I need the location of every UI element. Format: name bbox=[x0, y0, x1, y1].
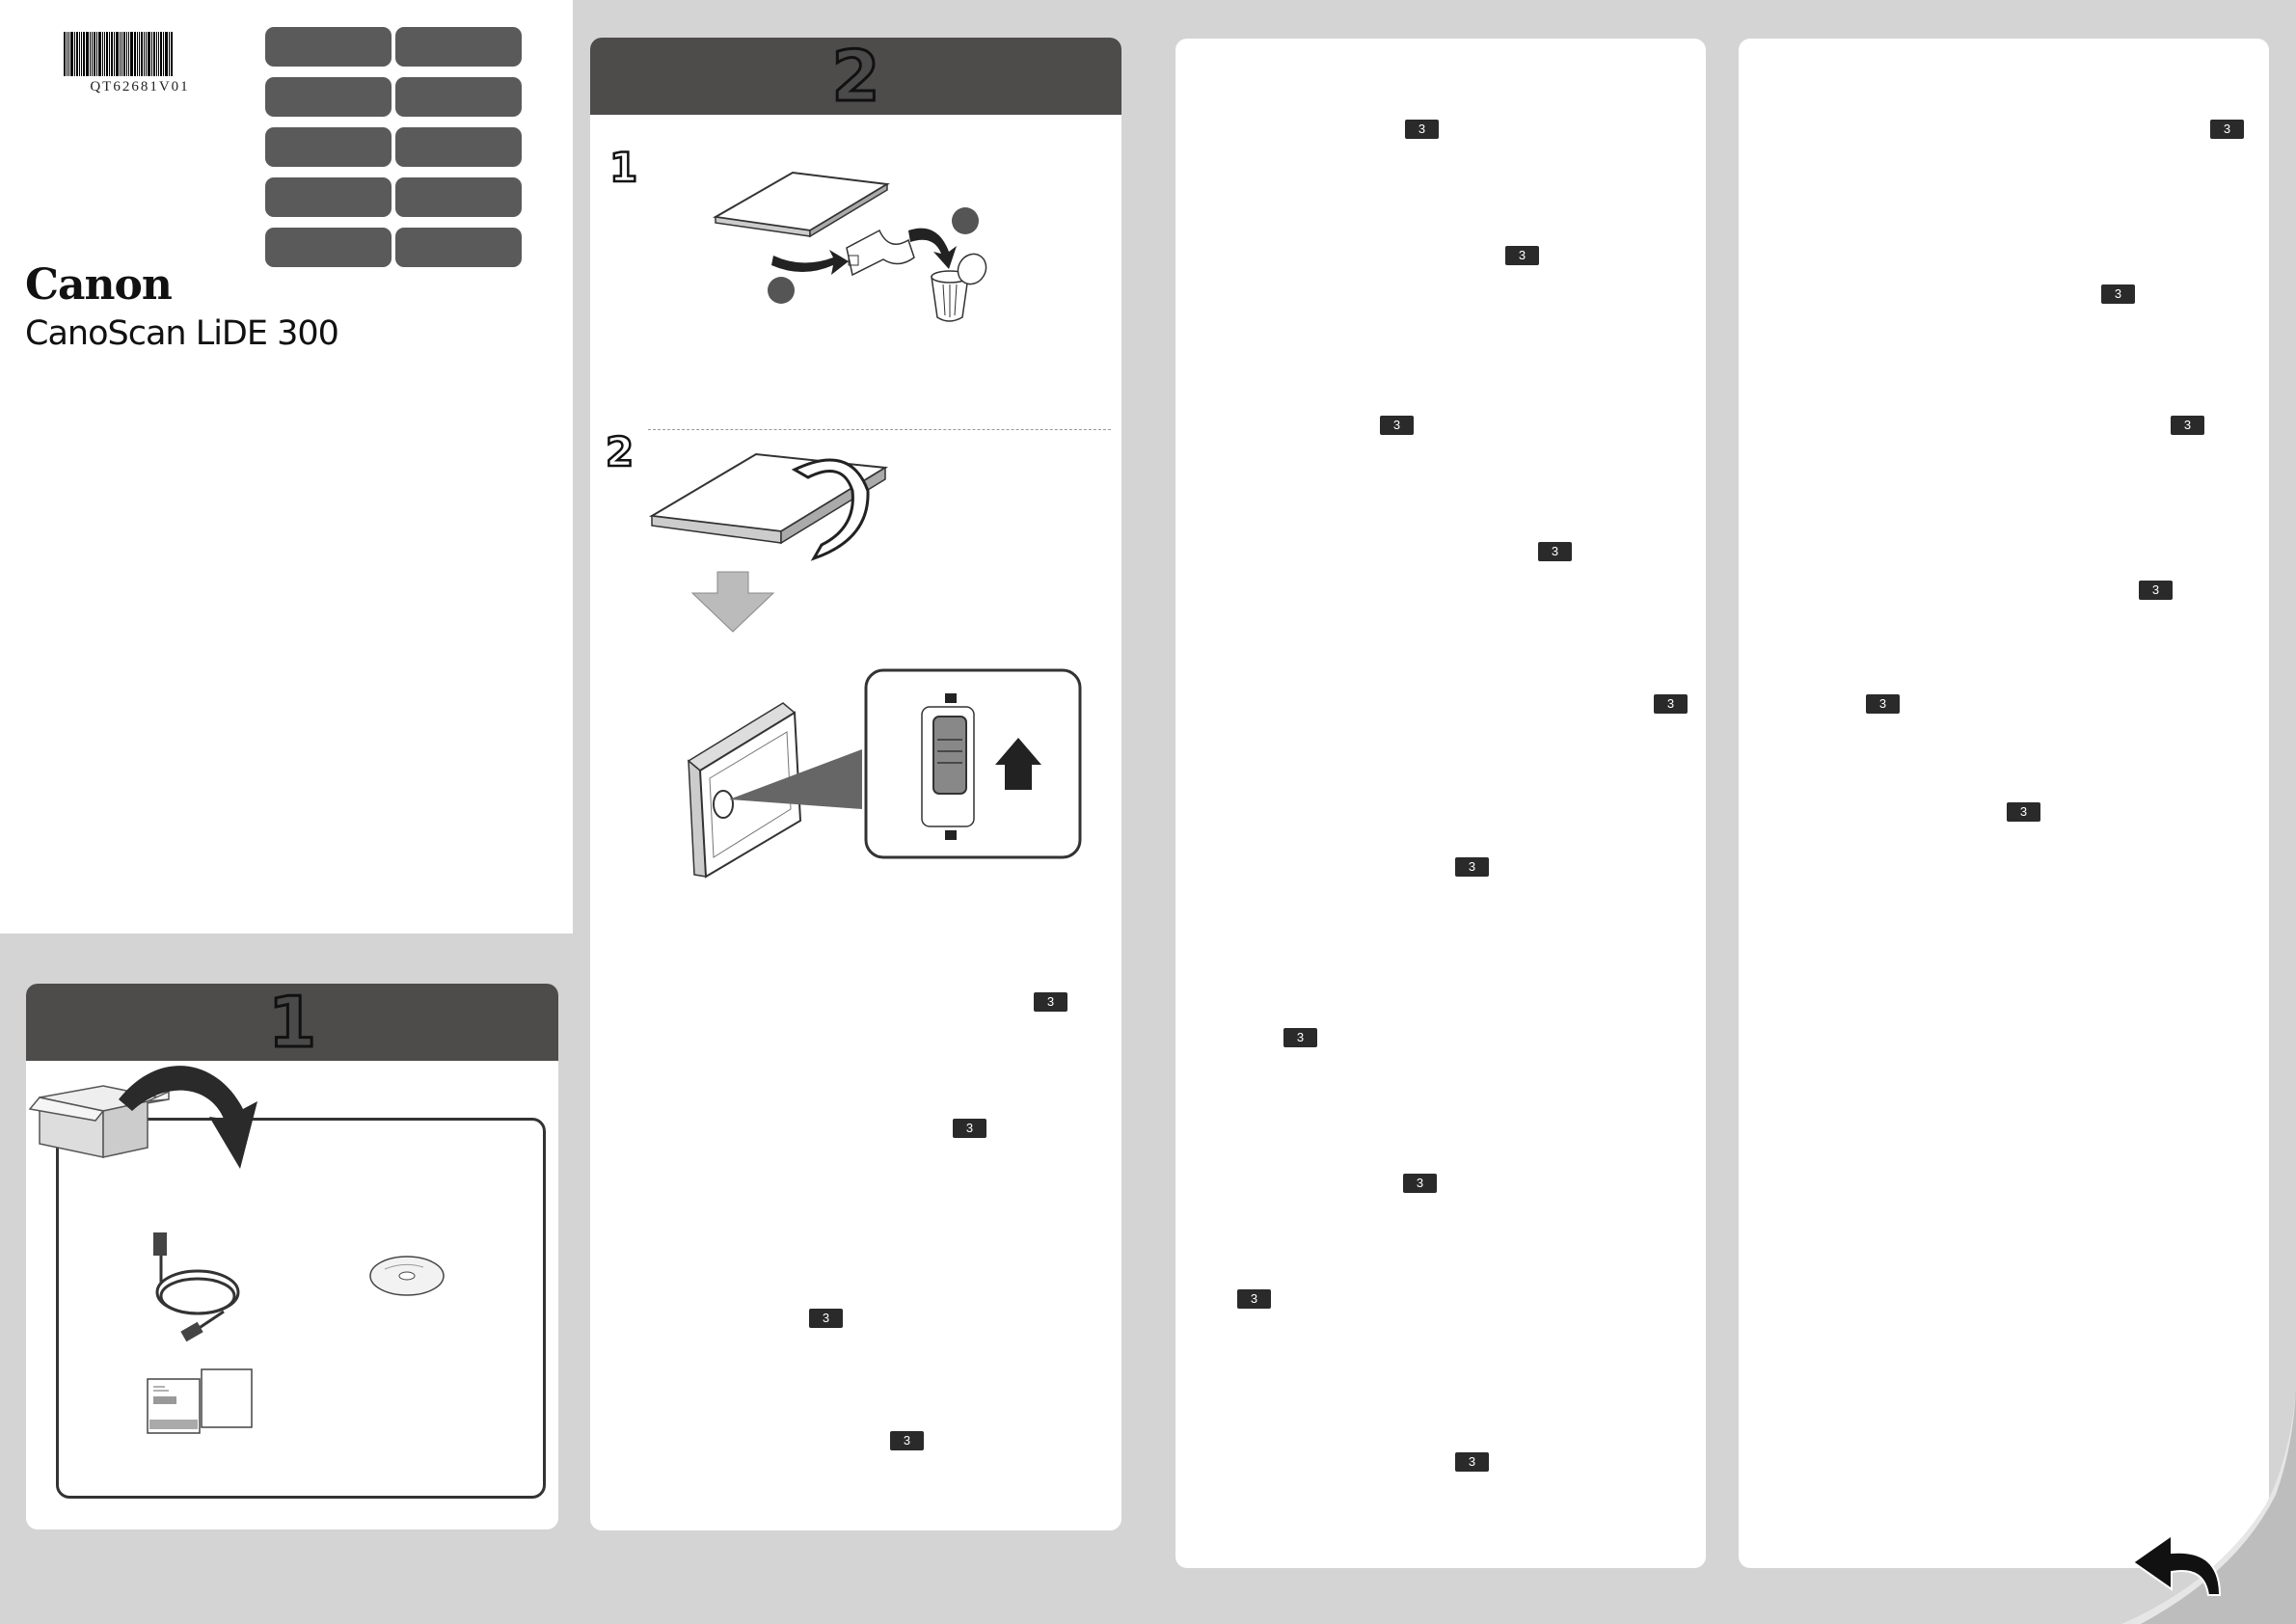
content-column-3: 3 3 3 3 3 3 3 3 3 3 bbox=[1175, 39, 1706, 1568]
page-ref-badge[interactable]: 3 bbox=[1505, 246, 1539, 265]
language-button-8[interactable] bbox=[395, 177, 522, 217]
scanner-icon bbox=[712, 171, 891, 238]
step2-illustrations bbox=[648, 171, 1082, 879]
page-ref-badge[interactable]: 3 bbox=[1380, 416, 1414, 435]
tape-icon bbox=[846, 229, 915, 277]
usb-cable-icon bbox=[155, 1254, 240, 1333]
package-contents-illustration bbox=[28, 1066, 445, 1434]
usb-plug-a bbox=[153, 1232, 167, 1256]
page-ref-badge[interactable]: 3 bbox=[1654, 694, 1688, 714]
page-ref-badge[interactable]: 3 bbox=[1283, 1028, 1317, 1047]
page-ref-badge[interactable]: 3 bbox=[2139, 581, 2173, 600]
zoom-beam bbox=[729, 749, 862, 809]
page-ref-badge[interactable]: 3 bbox=[1455, 1452, 1489, 1472]
language-button-6[interactable] bbox=[395, 127, 522, 167]
step-marker-a bbox=[768, 277, 795, 304]
step1-header: 1 bbox=[26, 984, 558, 1065]
page-ref-badge[interactable]: 3 bbox=[809, 1309, 843, 1328]
brand-logo: Canon bbox=[25, 260, 173, 310]
rotate-arrow-icon bbox=[791, 458, 870, 561]
page-ref-badge[interactable]: 3 bbox=[1034, 992, 1067, 1012]
page-ref-badge[interactable]: 3 bbox=[2210, 120, 2244, 139]
step2-header: 2 bbox=[590, 38, 1121, 119]
page-ref-badge[interactable]: 3 bbox=[2007, 802, 2040, 822]
arrow-down-icon bbox=[690, 571, 775, 633]
content-column-4: 3 3 3 3 3 3 bbox=[1739, 39, 2269, 1568]
step-marker-b bbox=[952, 207, 979, 234]
page-ref-badge[interactable]: 3 bbox=[1403, 1174, 1437, 1193]
page-ref-badge[interactable]: 3 bbox=[2101, 284, 2135, 304]
pull-arrow-icon bbox=[771, 250, 849, 275]
usb-plug-b bbox=[180, 1321, 203, 1342]
step1-panel: 1 bbox=[26, 984, 558, 1529]
language-button-2[interactable] bbox=[395, 27, 522, 67]
cd-rom-icon bbox=[369, 1256, 445, 1296]
page-turn-arrow-icon[interactable] bbox=[2131, 1531, 2224, 1599]
box-icon bbox=[28, 1085, 170, 1158]
trash-bin-icon bbox=[931, 253, 987, 322]
lock-switch-icon bbox=[921, 693, 975, 840]
page-ref-badge[interactable]: 3 bbox=[2171, 416, 2204, 435]
language-button-4[interactable] bbox=[395, 77, 522, 117]
language-button-3[interactable] bbox=[265, 77, 392, 117]
page-ref-badge[interactable]: 3 bbox=[1405, 120, 1439, 139]
language-button-1[interactable] bbox=[265, 27, 392, 67]
language-button-5[interactable] bbox=[265, 127, 392, 167]
page-ref-badge[interactable]: 3 bbox=[1538, 542, 1572, 561]
cover-panel: QT62681V01 Canon CanoScan LiDE 300 bbox=[0, 0, 573, 934]
tape-tab bbox=[848, 255, 859, 266]
barcode-icon bbox=[64, 32, 216, 76]
barcode-text: QT62681V01 bbox=[90, 79, 190, 95]
page-ref-badge[interactable]: 3 bbox=[953, 1119, 986, 1138]
page-ref-badge[interactable]: 3 bbox=[1237, 1289, 1271, 1309]
step2-panel: 2 1 2 bbox=[590, 38, 1121, 1530]
model-name: CanoScan LiDE 300 bbox=[25, 314, 339, 353]
throw-arrow-icon bbox=[908, 228, 957, 269]
arrow-down-icon bbox=[119, 1066, 257, 1169]
substep-divider bbox=[648, 429, 1111, 430]
page-ref-badge[interactable]: 3 bbox=[890, 1431, 924, 1450]
page-ref-badge[interactable]: 3 bbox=[1455, 857, 1489, 877]
step1-number: 1 bbox=[266, 984, 317, 1065]
language-button-9[interactable] bbox=[265, 228, 392, 267]
package-contents-frame bbox=[56, 1118, 546, 1499]
arrow-up-icon bbox=[995, 738, 1041, 790]
page-ref-badge[interactable]: 3 bbox=[1866, 694, 1900, 714]
substep-2-number: 2 bbox=[605, 427, 635, 477]
step2-number: 2 bbox=[830, 38, 881, 119]
language-button-10[interactable] bbox=[395, 228, 522, 267]
language-button-7[interactable] bbox=[265, 177, 392, 217]
substep-1-number: 1 bbox=[608, 143, 639, 193]
documents-icon bbox=[147, 1368, 253, 1434]
